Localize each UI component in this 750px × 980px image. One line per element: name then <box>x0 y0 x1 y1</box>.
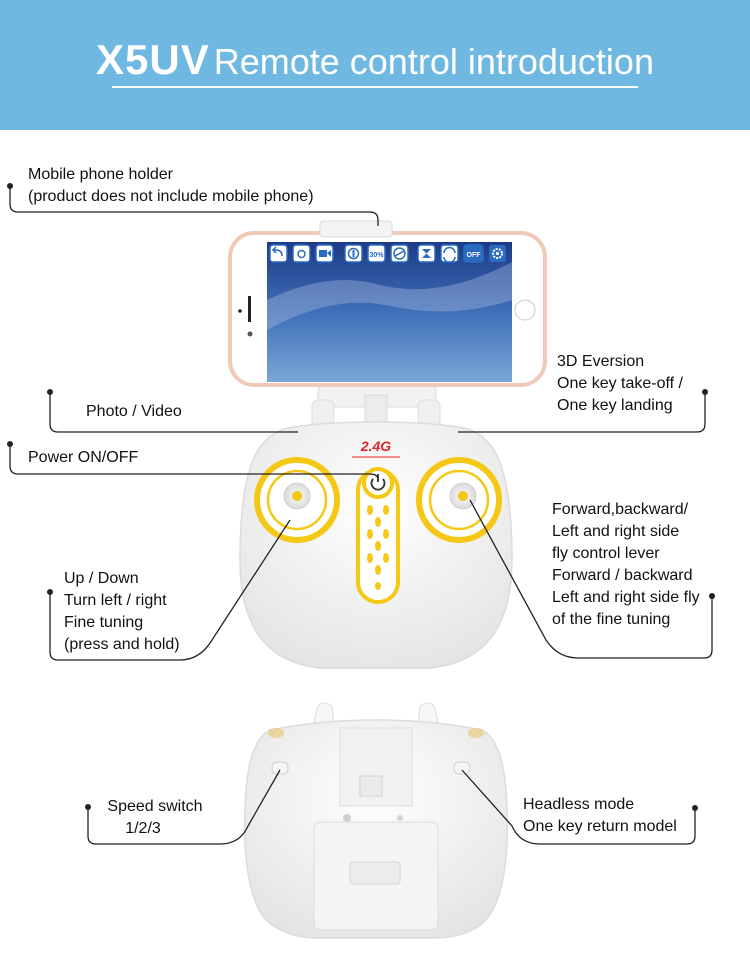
label-line: Forward,backward/ <box>552 501 689 518</box>
callout-lines <box>9 186 713 845</box>
speed-icon: 30% <box>367 244 386 263</box>
app-icon-bar: 30% OFF <box>269 244 506 264</box>
label-right-stick: Forward,backward/ Left and right side fl… <box>552 499 700 631</box>
label-power: Power ON/OFF <box>28 449 139 466</box>
callout-power <box>9 444 379 481</box>
controller-top-view: 2.4G <box>239 421 513 669</box>
label-line: Headless mode <box>523 796 635 813</box>
brand-logo: 2.4G <box>360 438 391 454</box>
hourglass-icon <box>417 244 436 263</box>
headless-mode-button <box>453 761 471 775</box>
video-icon <box>315 244 334 263</box>
callout-phone-holder <box>9 186 379 226</box>
callout-speed-switch <box>87 769 281 845</box>
label-line: Left and right side <box>552 523 680 540</box>
label-line: Up / Down <box>64 570 139 587</box>
back-icon <box>269 244 288 263</box>
model-name: X5UV <box>96 36 210 83</box>
label-line: 1/2/3 <box>125 820 161 837</box>
power-button <box>362 467 394 499</box>
label-line: One key take-off / <box>557 375 683 392</box>
gyro-icon <box>344 244 363 263</box>
label-line: (product does not include mobile phone) <box>28 188 314 205</box>
speed-switch-button <box>271 761 289 775</box>
label-line: One key landing <box>557 397 673 414</box>
callout-dots <box>7 183 715 811</box>
label-phone-holder: Mobile phone holder (product does not in… <box>28 164 314 208</box>
speed-icon-text: 30% <box>369 252 384 259</box>
center-grip-panel <box>356 468 400 604</box>
callout-3d-eversion <box>458 392 706 433</box>
label-left-stick: Up / Down Turn left / right Fine tuning … <box>64 568 180 656</box>
controller-bottom-view <box>244 702 508 939</box>
mobile-phone <box>228 220 547 387</box>
label-3d-eversion: 3D Eversion One key take-off / One key l… <box>557 351 683 417</box>
label-line: One key return model <box>523 818 677 835</box>
settings-icon <box>489 245 506 262</box>
off-icon-text: OFF <box>467 252 482 259</box>
callout-right-stick <box>469 499 713 659</box>
callout-photo-video <box>49 392 298 433</box>
title-text: Remote control introduction <box>213 41 654 82</box>
label-photo-video: Photo / Video <box>86 403 182 420</box>
title-underline <box>112 86 638 88</box>
label-headless: Headless mode One key return model <box>523 794 677 838</box>
callout-left-stick <box>49 519 291 661</box>
label-line: of the fine tuning <box>552 611 671 628</box>
header-banner <box>0 0 750 130</box>
label-line: Mobile phone holder <box>28 166 173 183</box>
label-line: Speed switch <box>107 798 203 815</box>
label-line: (press and hold) <box>64 636 180 653</box>
label-line: Turn left / right <box>64 592 167 609</box>
headless-icon <box>440 244 459 264</box>
label-line: Left and right side fly <box>552 589 700 606</box>
right-joystick <box>416 457 502 543</box>
3d-flip-icon <box>390 244 409 263</box>
off-icon: OFF <box>463 244 484 263</box>
label-line: Forward / backward <box>552 567 693 584</box>
label-line: fly control lever <box>552 545 660 562</box>
left-joystick <box>254 457 340 543</box>
camera-icon <box>292 244 311 263</box>
label-line: 3D Eversion <box>557 353 645 370</box>
label-line: Fine tuning <box>64 614 144 631</box>
label-speed-switch: Speed switch 1/2/3 <box>100 796 210 840</box>
callout-headless <box>461 769 696 845</box>
